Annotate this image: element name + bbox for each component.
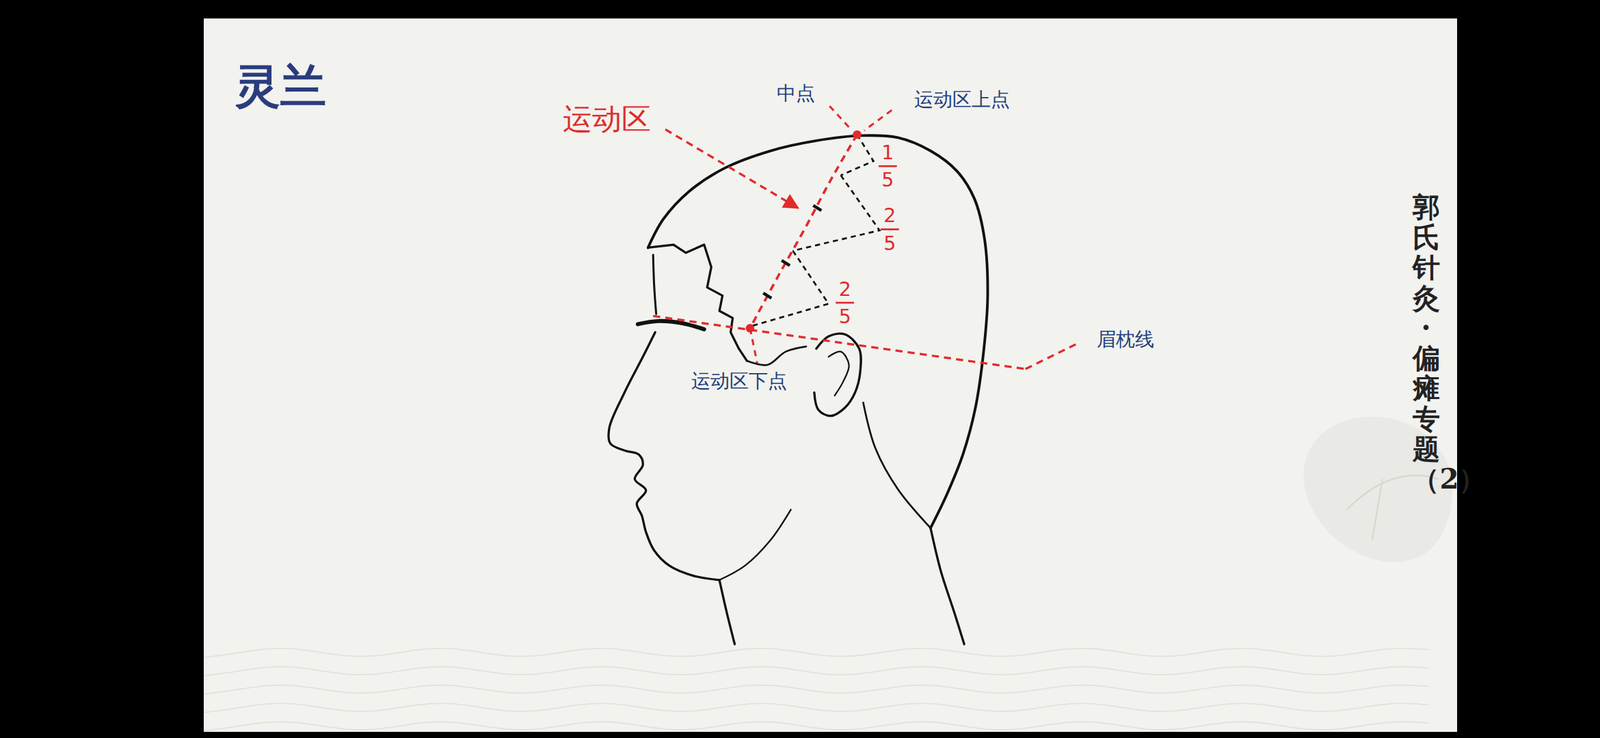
motor-line-extension bbox=[750, 328, 757, 364]
fraction-denominator: 5 bbox=[838, 306, 852, 329]
logo-text: 灵兰 bbox=[234, 60, 327, 113]
wave-pattern bbox=[204, 722, 1429, 731]
region-label: 运动区 bbox=[562, 102, 651, 137]
wave-pattern bbox=[204, 667, 1429, 677]
division-line bbox=[841, 134, 874, 176]
series-title: 郭氏针灸·偏瘫专题（2） bbox=[1411, 192, 1440, 496]
wave-pattern bbox=[204, 685, 1429, 695]
fraction-numerator: 2 bbox=[883, 205, 896, 228]
line-label: 眉枕线 bbox=[1096, 328, 1155, 352]
fraction-bar bbox=[878, 165, 898, 168]
fraction-denominator: 5 bbox=[881, 169, 894, 193]
division-line bbox=[793, 175, 880, 251]
point-label: 运动区下点 bbox=[689, 370, 790, 394]
hair-fringe bbox=[648, 244, 748, 362]
point-label: 运动区上点 bbox=[914, 88, 1010, 112]
wave-pattern bbox=[204, 648, 1429, 658]
division-tick bbox=[781, 260, 790, 266]
acupoint-dot bbox=[852, 130, 862, 140]
upper-point-leader bbox=[864, 110, 892, 131]
fraction-numerator: 1 bbox=[881, 142, 894, 165]
neck-back bbox=[930, 528, 965, 645]
nape-line bbox=[862, 402, 930, 528]
background-panel bbox=[203, 18, 1458, 733]
ear-outline bbox=[814, 333, 861, 416]
forehead bbox=[652, 255, 656, 315]
wave-pattern bbox=[204, 703, 1429, 713]
division-tick bbox=[763, 293, 772, 299]
background-decoration bbox=[204, 417, 1453, 732]
acupoint-dot bbox=[745, 324, 755, 333]
fraction-denominator: 5 bbox=[883, 232, 896, 256]
head-outline bbox=[608, 135, 989, 645]
point-label: 中点 bbox=[776, 82, 816, 106]
face-profile bbox=[608, 332, 720, 580]
measure-lines bbox=[652, 105, 1078, 370]
division-tick bbox=[812, 205, 822, 211]
brow-occiput-leader bbox=[1025, 343, 1078, 370]
motor-area-line bbox=[750, 134, 858, 329]
skull-outline bbox=[648, 135, 989, 529]
fraction-bar bbox=[880, 228, 900, 231]
fraction-numerator: 2 bbox=[838, 278, 852, 301]
neck-front bbox=[719, 580, 735, 645]
motor-area-leader bbox=[665, 129, 798, 208]
jaw-line bbox=[719, 510, 791, 581]
ear-inner bbox=[828, 351, 850, 396]
midpoint-leader bbox=[829, 105, 851, 130]
fraction-bar bbox=[835, 302, 855, 305]
division-line bbox=[750, 250, 829, 327]
